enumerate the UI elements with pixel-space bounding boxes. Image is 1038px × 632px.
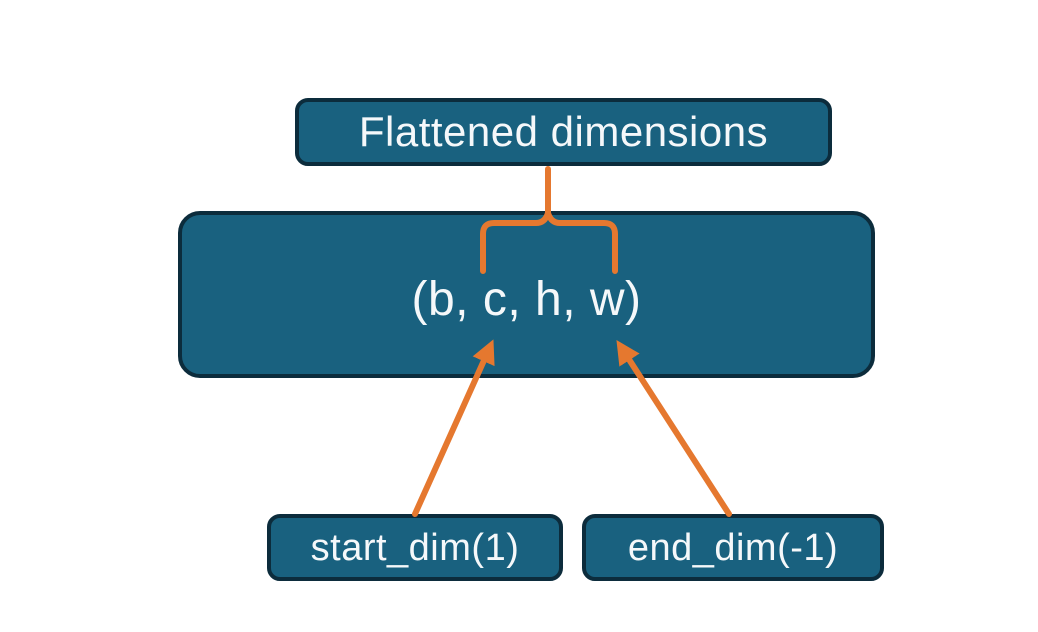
end-dim-box: end_dim(-1) <box>582 514 884 581</box>
end-dim-label: end_dim(-1) <box>627 526 839 569</box>
flattened-dimensions-box: Flattened dimensions <box>295 98 832 166</box>
start-dim-box: start_dim(1) <box>267 514 563 581</box>
start-dim-label: start_dim(1) <box>310 526 520 569</box>
flattened-dimensions-label: Flattened dimensions <box>358 108 769 155</box>
tensor-shape-label: (b, c, h, w) <box>411 272 642 326</box>
tensor-shape-box: (b, c, h, w) <box>178 211 875 378</box>
